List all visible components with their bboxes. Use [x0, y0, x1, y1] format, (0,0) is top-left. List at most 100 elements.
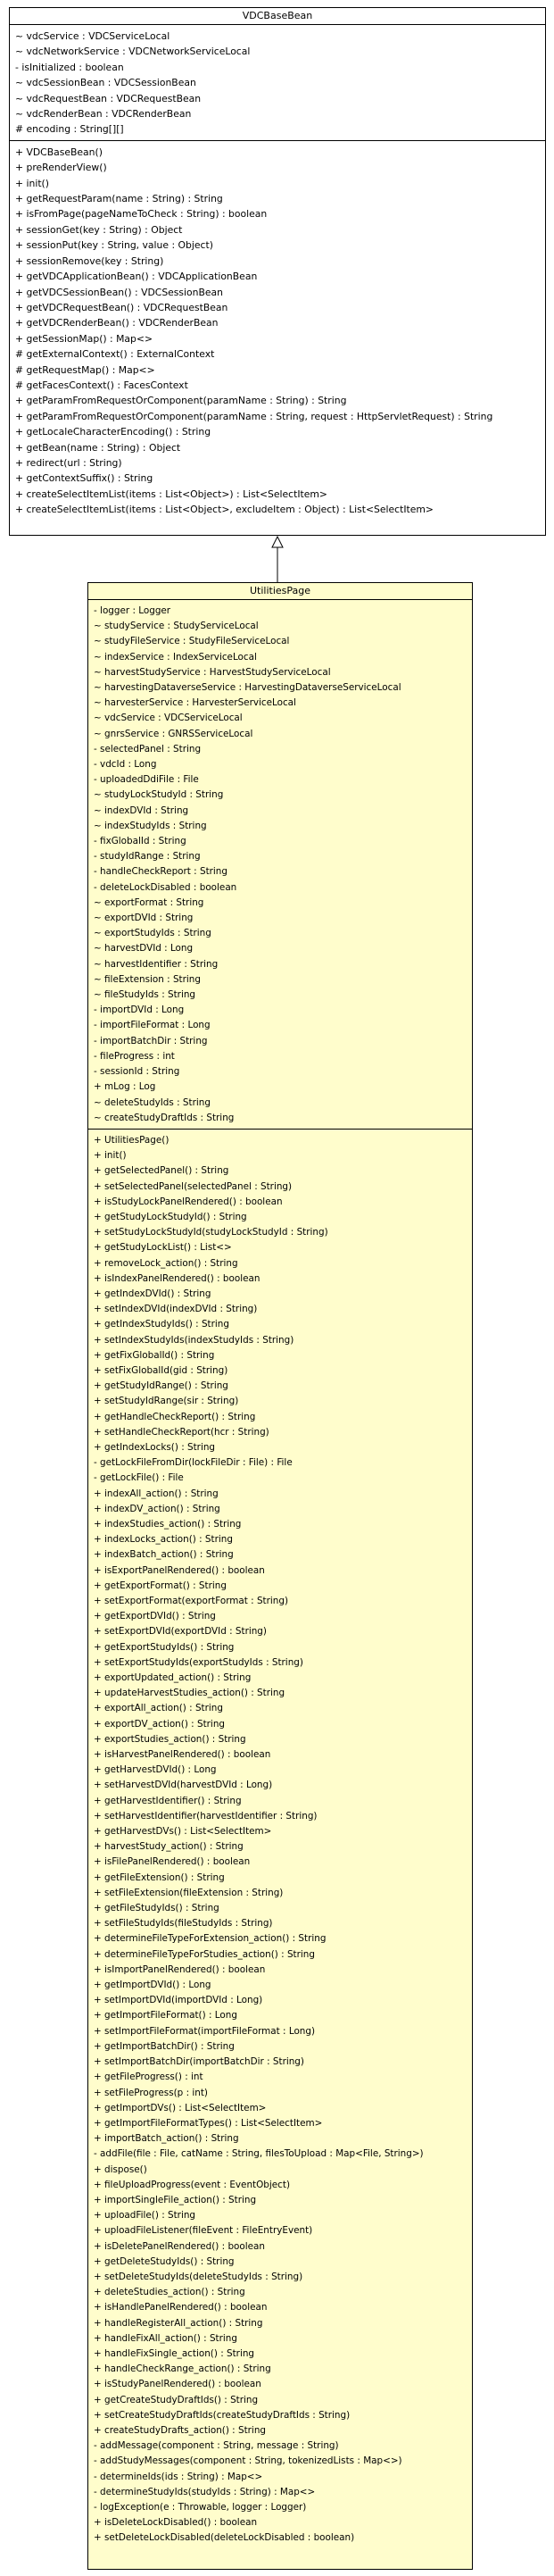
operation-item: + getRequestParam(name : String) : Strin… [15, 193, 223, 205]
operation-item: + setIndexStudyIds(indexStudyIds : Strin… [94, 1334, 294, 1346]
operation-item: + getImportBatchDir() : String [94, 2040, 235, 2052]
attribute-item: ~ harvestDVId : Long [94, 943, 194, 955]
operation-item: + handleFixAll_action() : String [94, 2332, 237, 2344]
attribute-item: ~ harvesterService : HarvesterServiceLoc… [94, 697, 296, 709]
operation-item: + sessionGet(key : String) : Object [15, 223, 183, 236]
operation-item: + sessionPut(key : String, value : Objec… [15, 239, 213, 252]
operation-item: + createStudyDrafts_action() : String [94, 2424, 266, 2436]
operation-item: + updateHarvestStudies_action() : String [94, 1688, 285, 1699]
operation-item: + setImportBatchDir(importBatchDir : Str… [94, 2056, 304, 2068]
attributes-section: - logger : Logger ~ studyService : StudyS… [88, 600, 472, 1129]
operation-item: + setFileStudyIds(fileStudyIds : String) [94, 1918, 273, 1930]
attribute-item: - importDVId : Long [94, 1005, 185, 1016]
operation-item: + getFileProgress() : int [94, 2072, 203, 2083]
inheritance-arrowhead [271, 535, 284, 548]
operation-item: + getFixGlobalId() : String [94, 1349, 215, 1361]
operation-item: + getVDCSessionBean() : VDCSessionBean [15, 286, 224, 298]
operation-item: + getExportStudyIds() : String [94, 1641, 235, 1653]
operation-item: + uploadFileListener(fileEvent : FileEnt… [94, 2225, 313, 2237]
operation-item: + isStudyPanelRendered() : boolean [94, 2379, 261, 2390]
operation-item: + fileUploadProgress(event : EventObject… [94, 2179, 290, 2190]
attribute-item: ~ vdcSessionBean : VDCSessionBean [15, 77, 196, 89]
operation-item: + setStudyIdRange(sir : String) [94, 1396, 239, 1407]
operation-item: # getExternalContext() : ExternalContext [15, 348, 215, 361]
operation-item: + isDeleteLockDisabled() : boolean [94, 2517, 258, 2529]
operation-item: + handleCheckRange_action() : String [94, 2363, 271, 2375]
operation-item: + isExportPanelRendered() : boolean [94, 1564, 265, 1576]
attribute-item: ~ createStudyDraftIds : String [94, 1112, 235, 1123]
attribute-item: ~ vdcRequestBean : VDCRequestBean [15, 92, 202, 104]
operation-item: + getCreateStudyDraftIds() : String [94, 2394, 259, 2405]
operation-item: + getSessionMap() : Map<> [15, 332, 153, 345]
attribute-item: - fixGlobalId : String [94, 836, 186, 847]
attributes-section: ~ vdcService : VDCServiceLocal~ vdcNetwo… [10, 25, 545, 140]
attribute-item: ~ exportStudyIds : String [94, 928, 211, 939]
attribute-item: ~ studyLockStudyId : String [94, 789, 224, 801]
operation-item: + setHandleCheckReport(hcr : String) [94, 1426, 269, 1438]
operation-item: + isFilePanelRendered() : boolean [94, 1856, 251, 1868]
operation-item: + isHarvestPanelRendered() : boolean [94, 1749, 271, 1761]
operation-item: + setExportStudyIds(exportStudyIds : Str… [94, 1656, 303, 1668]
operation-item: + isStudyLockPanelRendered() : boolean [94, 1196, 283, 1207]
attribute-item: + mLog : Log [94, 1081, 156, 1093]
operation-item: + createSelectItemList(items : List<Obje… [15, 488, 327, 500]
operation-item: - determineStudyIds(studyIds : String) :… [94, 2486, 316, 2497]
attribute-item: ~ fileStudyIds : String [94, 989, 196, 1001]
attribute-item: ~ studyService : StudyServiceLocal [94, 621, 259, 632]
operation-item: + exportAll_action() : String [94, 1703, 223, 1714]
operations-section: + VDCBaseBean()+ preRenderView()+ init()… [10, 139, 545, 521]
operation-item: + isDeletePanelRendered() : boolean [94, 2240, 265, 2252]
operation-item: + getExportDVId() : String [94, 1611, 216, 1622]
operation-item: + getLocaleCharacterEncoding() : String [15, 426, 211, 438]
operation-item: + setExportDVId(exportDVId : String) [94, 1626, 267, 1638]
operation-item: + setExportFormat(exportFormat : String) [94, 1596, 289, 1606]
operation-item: # getFacesContext() : FacesContext [15, 379, 188, 391]
operation-item: + indexLocks_action() : String [94, 1534, 233, 1546]
attribute-item: ~ harvestingDataverseService : Harvestin… [94, 682, 401, 694]
class-box-utilitiespage: UtilitiesPage - logger : Logger ~ studySe… [87, 582, 473, 2570]
attribute-item: ~ exportFormat : String [94, 896, 204, 908]
operation-item: + getDeleteStudyIds() : String [94, 2255, 235, 2267]
attribute-item: ~ gnrsService : GNRSServiceLocal [94, 728, 253, 739]
operation-item: - getLockFileFromDir(lockFileDir : File)… [94, 1457, 293, 1469]
operation-item: + getSelectedPanel() : String [94, 1165, 229, 1177]
operation-item: + getHarvestDVs() : List<SelectItem> [94, 1826, 272, 1838]
operation-item: + VDCBaseBean() [15, 146, 103, 158]
attribute-item: - fileProgress : int [94, 1050, 175, 1062]
operation-item: + init() [94, 1150, 127, 1162]
attribute-item: ~ harvestStudyService : HarvestStudyServ… [94, 666, 331, 678]
attribute-item: - sessionId : String [94, 1066, 180, 1078]
operation-item: + getIndexDVId() : String [94, 1288, 211, 1299]
operation-item: + getExportFormat() : String [94, 1580, 227, 1591]
operation-item: + setSelectedPanel(selectedPanel : Strin… [94, 1180, 293, 1192]
operation-item: + removeLock_action() : String [94, 1257, 238, 1269]
operation-item: + isHandlePanelRendered() : boolean [94, 2302, 268, 2313]
operation-item: + getImportDVs() : List<SelectItem> [94, 2102, 267, 2113]
operation-item: + setDeleteLockDisabled(deleteLockDisabl… [94, 2532, 355, 2544]
class-name: UtilitiesPage [88, 583, 472, 600]
attribute-item: ~ indexService : IndexServiceLocal [94, 651, 257, 663]
attribute-item: ~ fileExtension : String [94, 973, 201, 985]
operation-item: + indexBatch_action() : String [94, 1549, 234, 1561]
operation-item: + UtilitiesPage() [94, 1134, 170, 1146]
operation-item: + getImportFileFormat() : Long [94, 2010, 237, 2022]
operation-item: + uploadFile() : String [94, 2210, 196, 2222]
operation-item: + dispose() [94, 2163, 147, 2175]
operation-item: + isImportPanelRendered() : boolean [94, 1963, 266, 1975]
attribute-item: - selectedPanel : String [94, 743, 202, 754]
operation-item: + exportStudies_action() : String [94, 1733, 246, 1745]
operation-item: + getIndexLocks() : String [94, 1441, 216, 1453]
operation-item: + sessionRemove(key : String) [15, 254, 164, 267]
operation-item: + setCreateStudyDraftIds(createStudyDraf… [94, 2409, 351, 2421]
operation-item: + getFileExtension() : String [94, 1872, 225, 1883]
attribute-item: - logger : Logger [94, 605, 171, 616]
attribute-item: - vdcId : Long [94, 759, 157, 771]
operation-item: - logException(e : Throwable, logger : L… [94, 2501, 307, 2513]
operation-item: + init() [15, 177, 49, 189]
operation-item: + determineFileTypeForStudies_action() :… [94, 1948, 315, 1960]
attribute-item: - importBatchDir : String [94, 1035, 208, 1046]
operation-item: + setFileProgress(p : int) [94, 2087, 208, 2098]
attribute-item: ~ deleteStudyIds : String [94, 1096, 211, 1108]
operation-item: + indexDV_action() : String [94, 1503, 220, 1514]
operation-item: + harvestStudy_action() : String [94, 1841, 244, 1853]
